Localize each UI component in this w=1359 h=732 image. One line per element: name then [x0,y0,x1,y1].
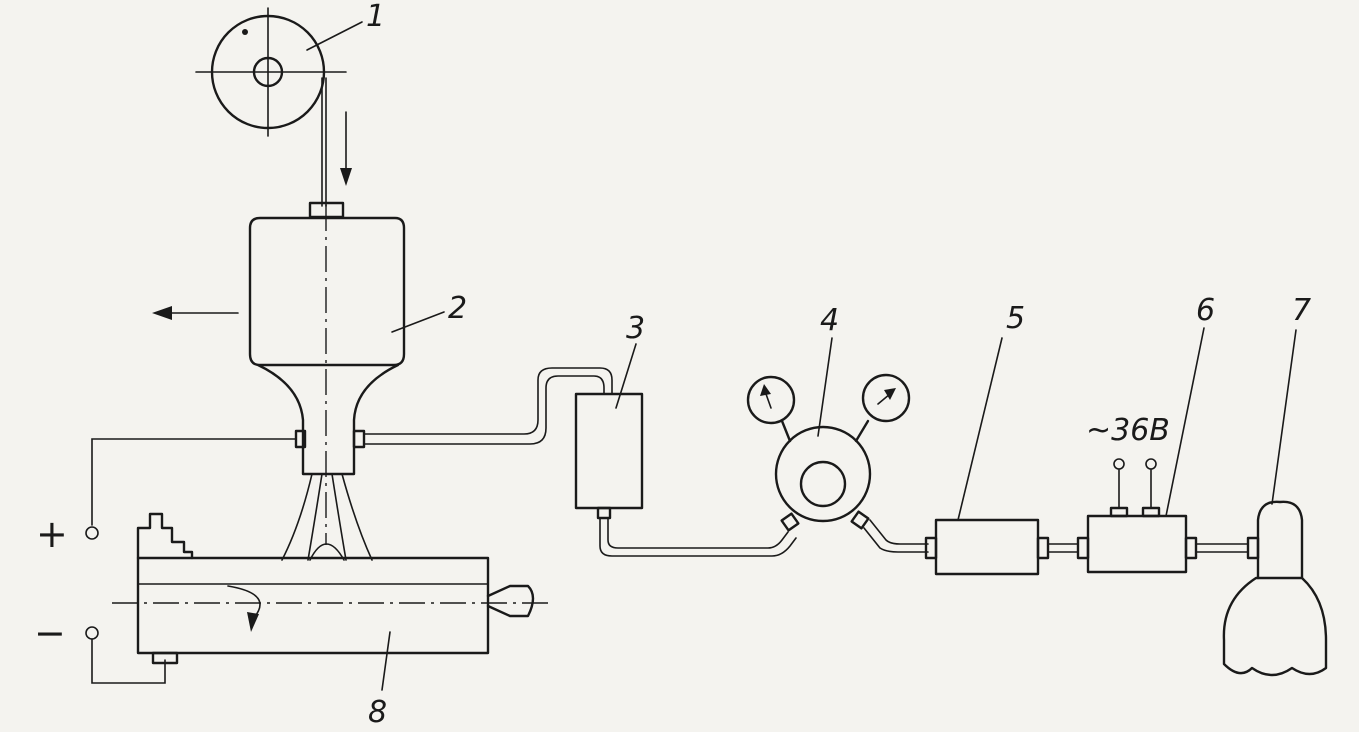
plus-sign: + [36,512,68,556]
wire-feed-arrow [340,111,352,186]
gas-heater [1076,458,1249,574]
label-3: 3 [626,311,645,346]
label-2: 2 [448,291,467,326]
gas-hose-reducer-to-heater [863,519,929,553]
workpiece-rotator [112,512,552,665]
flowmeter [574,392,644,520]
voltage-label: ~36B [1086,413,1170,448]
gas-hose-head-to-flowmeter [363,367,613,445]
leader-1 [306,21,363,51]
gas-shield-cone [281,473,373,561]
gas-dryer [924,518,1079,576]
label-6: 6 [1196,293,1215,328]
gas-cylinder [1222,500,1328,677]
leader-3 [615,343,637,409]
label-1: 1 [366,0,385,34]
travel-direction-arrow [152,306,239,320]
leader-5 [957,337,1003,521]
leader-4 [817,337,833,437]
minus-sign: − [34,611,66,655]
wire-spool [195,7,347,207]
gas-hose-flowmeter-to-reducer [599,517,797,557]
welding-head [248,201,406,545]
leader-2 [391,311,445,333]
label-8: 8 [368,695,387,730]
rotation-arrow [227,585,261,632]
leader-7 [1271,329,1297,505]
leader-6 [1165,327,1205,517]
label-5: 5 [1006,301,1025,336]
pressure-reducer [746,373,911,532]
label-4: 4 [820,303,839,338]
leader-8 [381,631,391,691]
negative-lead [85,626,166,684]
label-7: 7 [1292,293,1311,328]
positive-lead [85,438,297,540]
